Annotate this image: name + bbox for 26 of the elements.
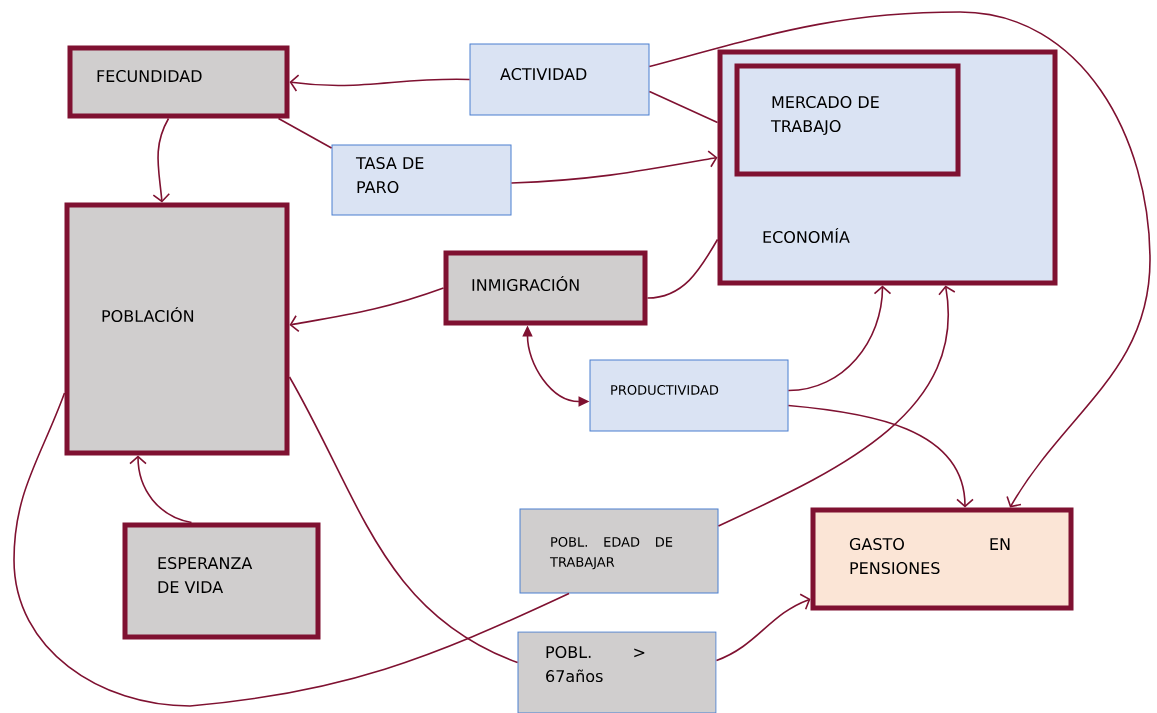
concept-box: ESPERANZA DE VIDA [122,522,321,640]
arrow [715,593,811,662]
arrow [152,117,171,203]
concept-box: MERCADO DE TRABAJO [734,63,961,177]
connector-line [646,238,719,299]
arrow [787,285,892,392]
arrow [648,11,1151,508]
concept-box: POBLACIÓN [64,202,290,456]
concept-box: POBL. > 67años [517,631,717,713]
connector-line [288,376,519,664]
arrow [129,455,193,524]
concept-box: INMIGRACIÓN [443,250,648,326]
concept-box: ACTIVIDAD [469,43,650,116]
connector-line [13,392,570,707]
concept-box: PRODUCTIVIDAD [589,359,789,432]
arrow [787,404,974,508]
concept-box: FECUNDIDAD [67,45,290,119]
arrow [510,150,718,184]
concept-box: TASA DE PARO [331,144,512,216]
connector-line [277,117,333,149]
arrow [289,287,445,333]
concept-box: POBL. EDAD DE TRABAJAR [519,508,719,594]
connector-line [648,90,719,124]
arrow [289,74,471,92]
concept-box: GASTO EN PENSIONES [810,507,1074,611]
arrow [717,285,956,527]
